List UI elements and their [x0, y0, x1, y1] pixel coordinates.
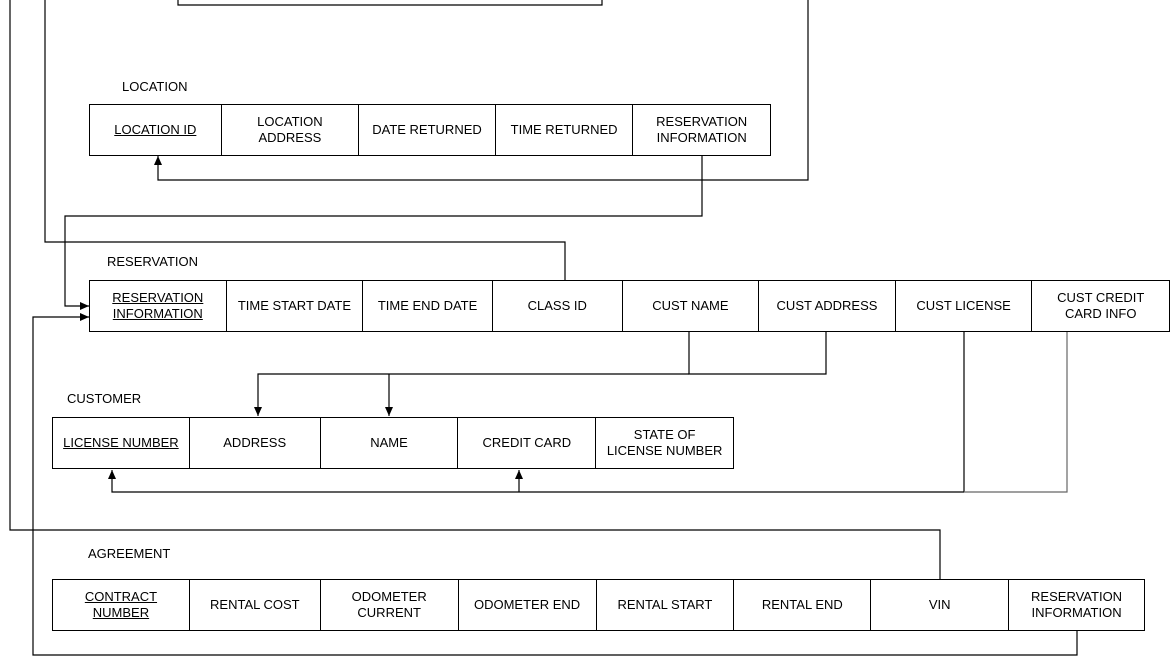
connector-location-res-info-to-reservation [64, 155, 703, 310]
reservation-column-cust-credit-card-info: CUST CREDIT CARD INFO [1057, 290, 1145, 321]
cut-off-table-edge [177, 0, 603, 6]
location-column-location-address: LOCATION ADDRESS [222, 105, 360, 155]
location-title: LOCATION [122, 79, 188, 94]
reservation-column-cust-address: CUST ADDRESS [759, 281, 896, 331]
location-column-location-id: LOCATION ID [90, 105, 222, 155]
agreement-column-odometer-current: ODOMETER CURRENT [321, 580, 459, 630]
connector-to-customer-license-number [108, 470, 964, 493]
connector-cust-credit-card [964, 331, 1068, 493]
customer-title: CUSTOMER [67, 391, 142, 406]
reservation-column-cust-name: CUST NAME [623, 281, 760, 331]
location-column-date-returned: DATE RETURNED [359, 105, 496, 155]
location-column-reservation-information: RESERVATION INFORMATION [656, 114, 748, 145]
agreement-column-rental-start: RENTAL START [597, 580, 735, 630]
reservation-column-class-id: CLASS ID [493, 281, 623, 331]
customer-column-state-of-license-number: STATE OF LICENSE NUMBER [606, 427, 723, 458]
customer-column-name: NAME [321, 418, 459, 468]
customer-column-license-number: LICENSE NUMBER [53, 418, 190, 468]
connector-to-customer-address [254, 373, 689, 416]
reservation-column-time-start-date: TIME START DATE [227, 281, 364, 331]
agreement-column-rental-end: RENTAL END [734, 580, 872, 630]
reservation-column-cust-license: CUST LICENSE [896, 281, 1033, 331]
connector-cust-name-address [688, 331, 827, 375]
reservation-column-time-end-date: TIME END DATE [363, 281, 493, 331]
connector-top-to-reservation-class-id [44, 0, 566, 281]
agreement-title: AGREEMENT [88, 546, 171, 561]
connector-to-location-id [154, 0, 809, 181]
agreement-column-odometer-end: ODOMETER END [459, 580, 597, 630]
connector-agreement-res-info-to-reservation [32, 313, 1078, 656]
agreement-column-rental-cost: RENTAL COST [190, 580, 321, 630]
reservation-column-reservation-information: RESERVATION INFORMATION [90, 281, 227, 331]
connector-top-to-agreement-vin [9, 0, 941, 580]
agreement-column-contract-number: CONTRACT NUMBER [53, 580, 190, 630]
agreement-column-reservation-information: RESERVATION INFORMATION [1031, 589, 1123, 620]
reservation-title: RESERVATION [107, 254, 199, 269]
location-column-time-returned: TIME RETURNED [496, 105, 634, 155]
customer-column-address: ADDRESS [190, 418, 321, 468]
customer-column-credit-card: CREDIT CARD [458, 418, 597, 468]
agreement-column-vin: VIN [871, 580, 1010, 630]
